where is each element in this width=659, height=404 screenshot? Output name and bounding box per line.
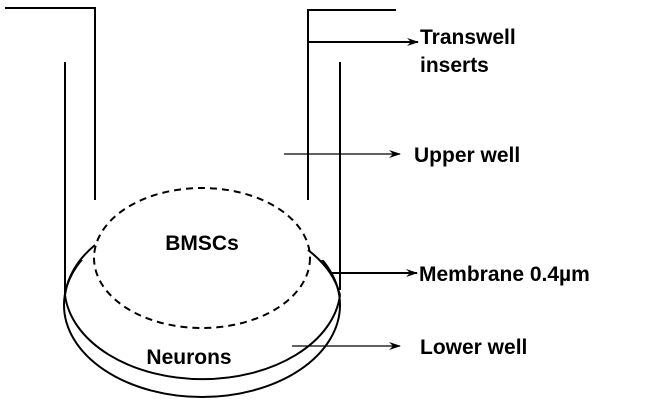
mask — [66, 200, 339, 260]
transwell-label-line1: Transwell — [420, 26, 516, 49]
insert-wall-right — [307, 9, 396, 250]
bmscs-label: BMSCs — [165, 232, 239, 255]
neurons-label: Neurons — [146, 346, 231, 369]
neurons-ellipse-lower-arc — [64, 294, 341, 381]
neurons-ellipse-side-left — [64, 244, 96, 296]
transwell-label-line2: inserts — [420, 54, 489, 77]
upper-well-label: Upper well — [414, 144, 520, 167]
neurons-ellipse-side-right — [307, 249, 341, 296]
membrane-label: Membrane 0.4µm — [419, 263, 590, 286]
lower-well-label: Lower well — [420, 336, 527, 359]
insert-wall-left — [5, 7, 96, 245]
bmscs-membrane-ellipse — [93, 187, 311, 329]
